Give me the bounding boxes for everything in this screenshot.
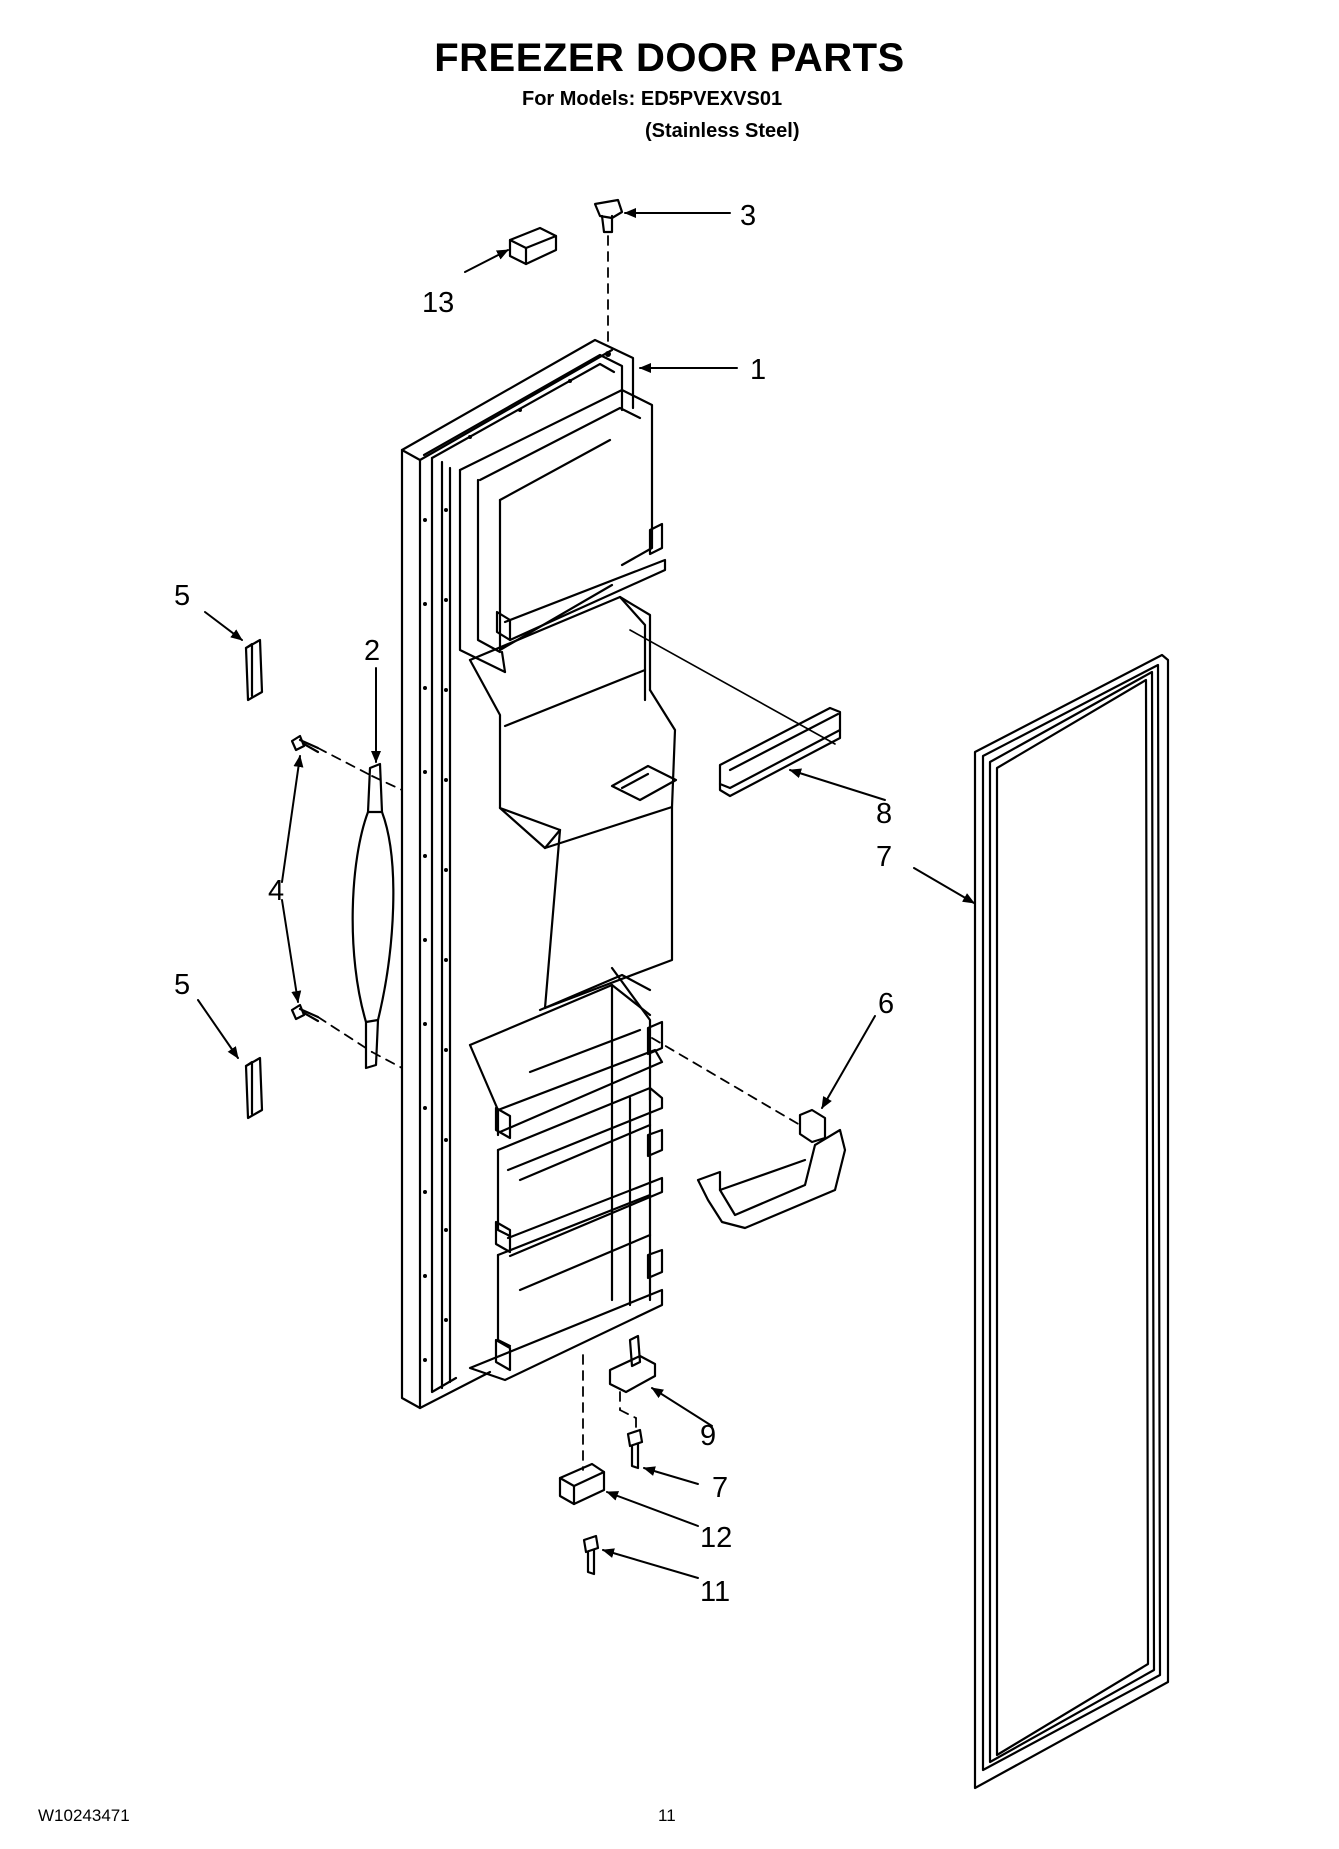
callout-1: 1 [750, 354, 766, 386]
callout-12: 12 [700, 1522, 732, 1554]
callout-6: 6 [878, 988, 894, 1020]
door-gasket-part-8 [973, 653, 1170, 1790]
plug-part-3 [593, 198, 624, 234]
door-panel-part-1 [400, 338, 678, 1410]
models-line: For Models: ED5PVEXVS01 [522, 88, 783, 110]
document-number: W10243471 [38, 1806, 130, 1825]
callout-8: 7 [876, 841, 892, 873]
callout-3: 3 [740, 200, 756, 232]
callout-9: 8 [876, 798, 892, 830]
finish-line: (Stainless Steel) [645, 120, 800, 142]
end-cap-part-5-lower [244, 1056, 264, 1120]
screw-part-4-lower [290, 1003, 320, 1023]
callout-10: 9 [700, 1420, 716, 1452]
door-bin-part-6 [696, 1108, 847, 1230]
callout-2: 2 [364, 635, 380, 667]
page-number: 11 [658, 1806, 676, 1825]
callout-arrows [197, 208, 975, 1579]
callout-5-upper: 5 [174, 580, 190, 612]
callout-13: 13 [422, 287, 454, 319]
trim-part-9 [718, 706, 842, 798]
handle-part-2 [351, 762, 395, 1070]
callout-11: 11 [700, 1576, 730, 1608]
end-cap-part-5-upper [244, 638, 264, 702]
screw-part-11 [582, 1534, 600, 1576]
hinge-bracket-part-12 [558, 1462, 606, 1506]
callout-7: 7 [712, 1472, 728, 1504]
page-title: FREEZER DOOR PARTS [434, 36, 905, 80]
screw-part-4-upper [290, 734, 320, 754]
screw-part-7 [626, 1428, 644, 1470]
leader-lines [629, 629, 836, 745]
hinge-part-10 [608, 1334, 657, 1394]
callout-4: 4 [268, 875, 284, 907]
assembly-lines [317, 235, 801, 1471]
callout-5-lower: 5 [174, 969, 190, 1001]
cover-part-13 [508, 226, 558, 266]
